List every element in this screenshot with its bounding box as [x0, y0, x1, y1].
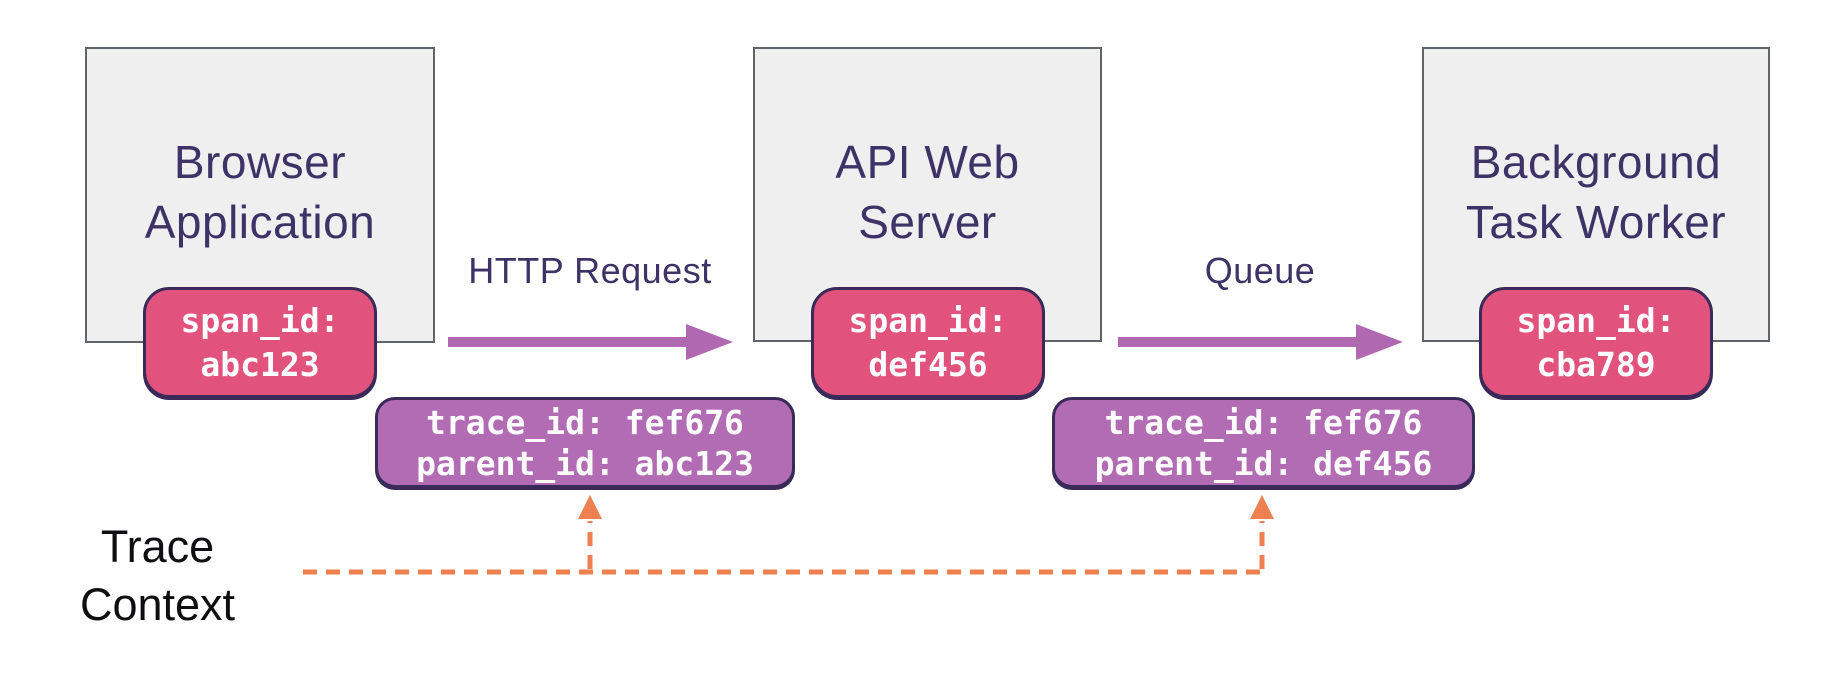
node-background-task-worker: Background Task Worker: [1422, 47, 1770, 342]
trace-context-label: Trace Context: [79, 521, 236, 630]
node-title-api-web-server: API Web Server: [835, 135, 1020, 248]
trace-context-box-1: trace_id: fef676 parent_id: abc123: [375, 397, 795, 488]
edge-label-queue: Queue: [1204, 250, 1316, 291]
trace-context-arrowhead-2: [1250, 495, 1274, 519]
queue-arrowhead: [1356, 324, 1403, 360]
queue-arrow: [1118, 324, 1403, 360]
edge-label-http-request: HTTP Request: [468, 250, 712, 291]
node-title-browser-application: Browser Application: [144, 136, 376, 248]
span-id-badge-def456: span_id: def456: [811, 287, 1045, 398]
span-id-badge-abc123: span_id: abc123: [143, 287, 377, 398]
span-id-badge-cba789: span_id: cba789: [1479, 287, 1713, 398]
http-request-arrow: [448, 324, 733, 360]
trace-context-flow: [303, 495, 1274, 575]
trace-context-box-2: trace_id: fef676 parent_id: def456: [1052, 397, 1475, 488]
node-title-background-task-worker: Background Task Worker: [1465, 135, 1727, 248]
http-request-arrowhead: [686, 324, 733, 360]
trace-context-arrowhead-1: [578, 495, 602, 519]
